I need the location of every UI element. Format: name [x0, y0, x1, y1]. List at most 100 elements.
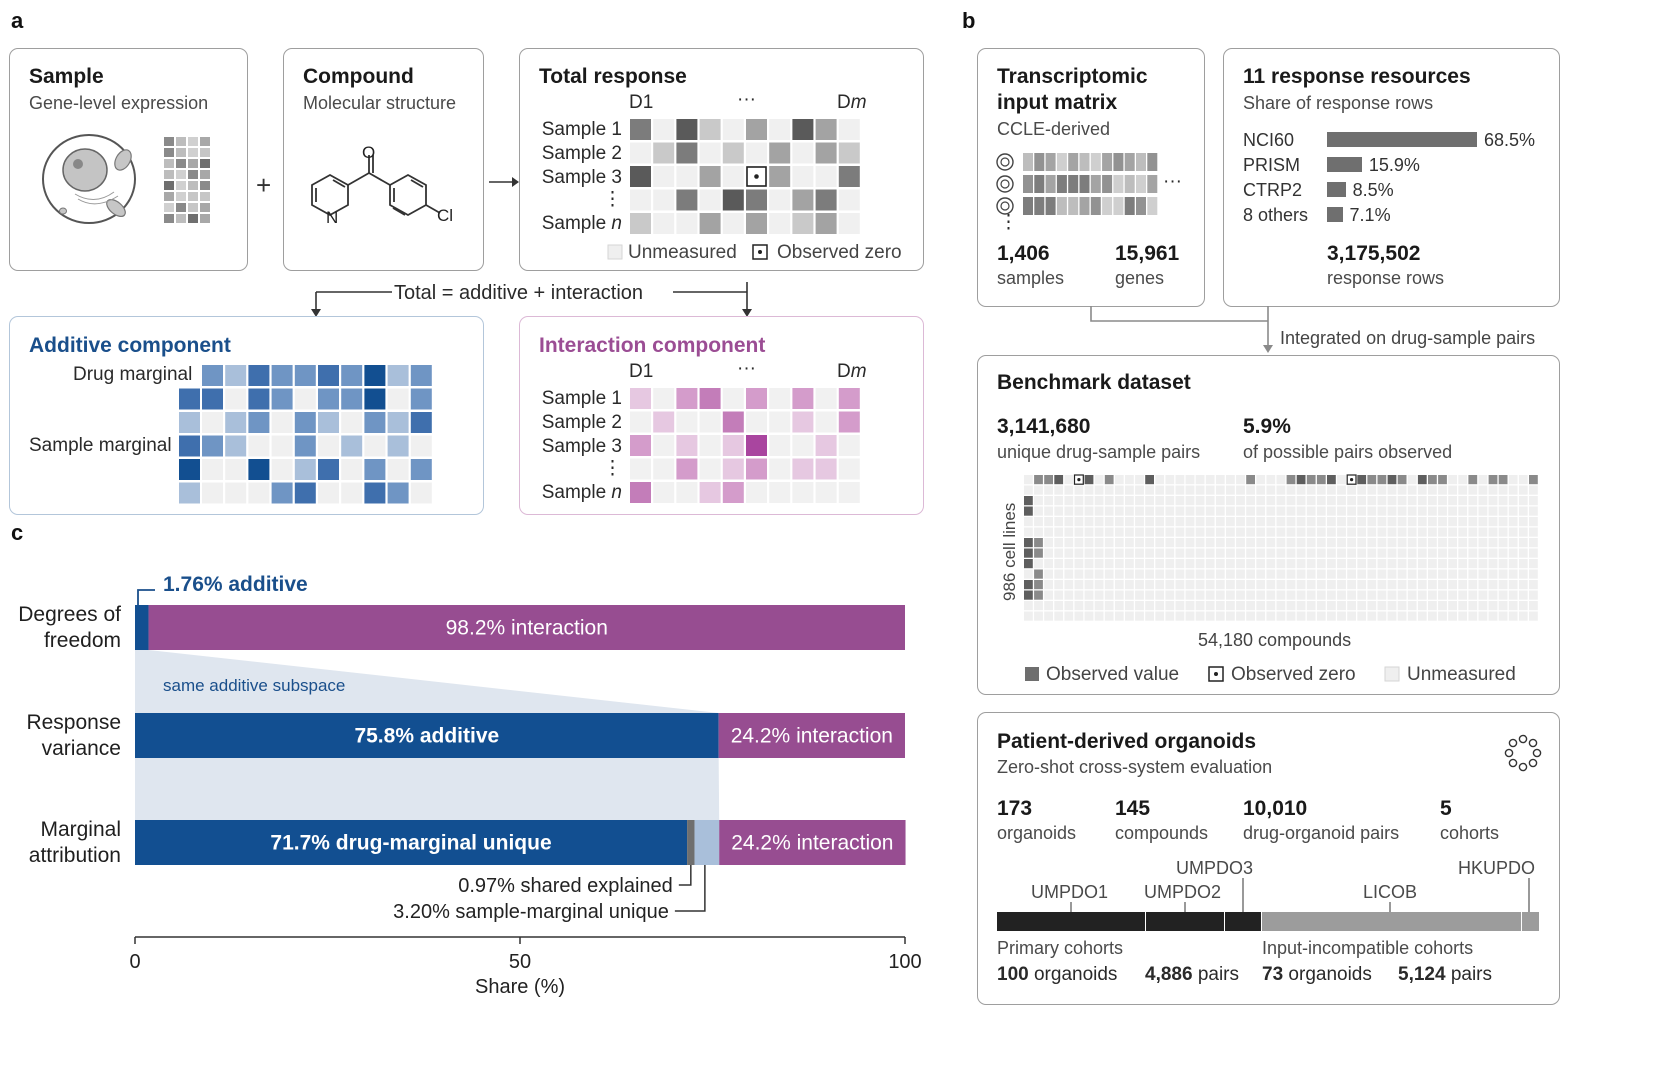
sparsity-cell: [1498, 548, 1508, 558]
gene-cell: [1034, 153, 1045, 171]
expression-cell: [200, 181, 210, 190]
sparsity-cell: [1034, 517, 1043, 527]
sparsity-cell: [1114, 538, 1124, 548]
benchmark-title: Benchmark dataset: [997, 371, 1191, 394]
sparsity-cell: [1407, 538, 1417, 548]
sparsity-cell: [1266, 590, 1276, 600]
sparsity-cell: [1367, 496, 1377, 506]
sparsity-cell: [1407, 496, 1417, 506]
additive-subspace-band: [135, 650, 719, 713]
interaction-row-label: Sample 1: [541, 388, 622, 409]
sparsity-cell: [1104, 559, 1114, 569]
stat-observed-value: 5.9%: [1243, 415, 1291, 438]
sparsity-cell: [1155, 580, 1165, 590]
sample-marginal-cell: [179, 435, 200, 457]
sparsity-cell: [1195, 601, 1205, 611]
sparsity-cell: [1114, 506, 1124, 516]
sparsity-cell: [1498, 475, 1508, 485]
sparsity-cell: [1246, 611, 1255, 621]
sparsity-cell: [1266, 569, 1276, 579]
additive-cell: [387, 388, 409, 410]
primary-organoids: 100 organoids: [997, 964, 1118, 985]
sparsity-cell: [1236, 569, 1245, 579]
matrix-cell: [769, 435, 791, 456]
sparsity-cell: [1024, 506, 1033, 516]
sparsity-cell: [1478, 559, 1488, 569]
matrix-cell: [838, 189, 860, 211]
sparsity-cell: [1125, 496, 1134, 506]
sparsity-cell: [1397, 506, 1407, 516]
resource-name: NCI60: [1243, 130, 1295, 150]
sparsity-cell: [1478, 548, 1488, 558]
sparsity-cell: [1135, 559, 1144, 569]
interaction-row-vdots: ⋮: [603, 458, 622, 479]
sparsity-cell: [1125, 548, 1134, 558]
sparsity-cell: [1397, 611, 1407, 621]
sparsity-cell: [1054, 590, 1064, 600]
sparsity-cell: [1064, 496, 1074, 506]
sparsity-cell: [1397, 559, 1407, 569]
sparsity-cell: [1044, 527, 1053, 537]
sparsity-cell: [1458, 580, 1468, 590]
primary-cohorts-label: Primary cohorts: [997, 938, 1124, 958]
sparsity-cell: [1034, 527, 1043, 537]
sparsity-cell: [1236, 559, 1245, 569]
sparsity-cell: [1327, 485, 1336, 495]
cell-glyph-nucleus: [1000, 157, 1010, 167]
sparsity-cell: [1327, 548, 1336, 558]
expression-cell: [176, 192, 186, 201]
sparsity-cell: [1185, 559, 1195, 569]
total-row-label: Sample 2: [541, 143, 622, 164]
sparsity-cell: [1458, 485, 1468, 495]
matrix-cell: [815, 119, 837, 140]
sparsity-cell: [1215, 548, 1225, 558]
expression-cell: [200, 203, 210, 212]
sparsity-cell: [1094, 590, 1104, 600]
bar-segment-label: 71.7% drug-marginal unique: [270, 832, 551, 855]
interaction-row-label: Sample 2: [541, 412, 622, 433]
sparsity-cell: [1438, 590, 1447, 600]
sparsity-cell: [1286, 485, 1296, 495]
sparsity-cell: [1266, 559, 1276, 569]
stat-pairs-value: 3,141,680: [997, 415, 1091, 438]
sparsity-cell: [1195, 506, 1205, 516]
sparsity-cell: [1518, 517, 1528, 527]
additive-cell: [202, 459, 223, 480]
sparsity-cell: [1185, 485, 1195, 495]
sparsity-cell: [1448, 559, 1457, 569]
sparsity-cell: [1094, 506, 1104, 516]
sample-unique-callout-line: [674, 865, 706, 912]
sparsity-cell: [1104, 611, 1114, 621]
sparsity-cell: [1215, 527, 1225, 537]
sparsity-cell: [1054, 601, 1064, 611]
sparsity-cell: [1256, 548, 1266, 558]
additive-cell: [341, 482, 363, 504]
matrix-cell: [699, 482, 721, 503]
cell-glyph-nucleus: [1000, 201, 1010, 211]
shared-explained-label: 0.97% shared explained: [458, 875, 673, 897]
matrix-cell: [630, 388, 651, 409]
sparsity-cell: [1468, 485, 1478, 495]
sparsity-cell: [1215, 590, 1225, 600]
sparsity-cell: [1438, 475, 1447, 485]
sparsity-cell: [1125, 538, 1134, 548]
sparsity-cell: [1185, 475, 1195, 485]
bar-segment-drug-marginal-unique: [135, 820, 688, 865]
sparsity-cell: [1387, 485, 1397, 495]
matrix-cell: [699, 388, 721, 409]
gene-cell: [1102, 175, 1113, 193]
sparsity-cell: [1508, 590, 1518, 600]
sparsity-cell: [1448, 496, 1457, 506]
sparsity-cell: [1327, 601, 1336, 611]
sparsity-cell: [1397, 569, 1407, 579]
sparsity-cell: [1064, 580, 1074, 590]
sparsity-cell: [1246, 485, 1255, 495]
sparsity-cell: [1417, 506, 1427, 516]
sparsity-cell: [1226, 475, 1235, 485]
cohort-segment-umpdo2: [1146, 912, 1224, 931]
sparsity-cell: [1417, 559, 1427, 569]
sparsity-cell: [1034, 559, 1043, 569]
sparsity-cell: [1407, 569, 1417, 579]
sparsity-cell: [1064, 485, 1074, 495]
sparsity-cell: [1367, 569, 1377, 579]
